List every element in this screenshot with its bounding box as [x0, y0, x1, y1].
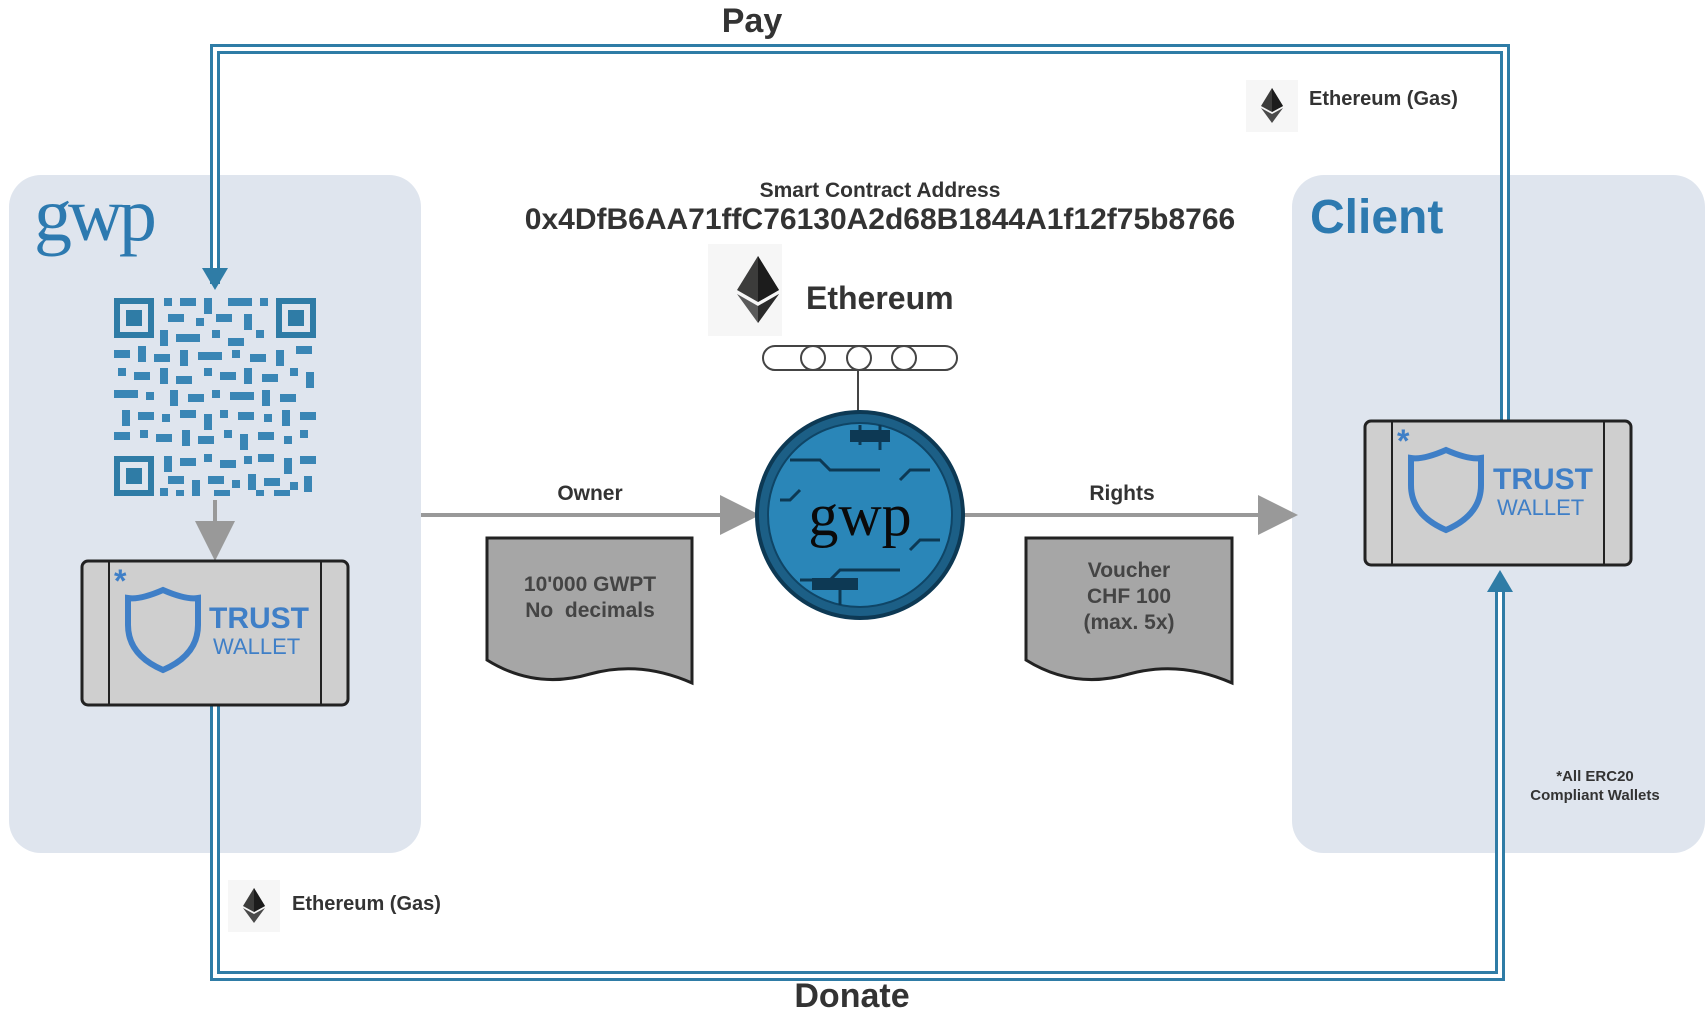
shield-icon — [1408, 446, 1484, 534]
gas-label-bottom: Ethereum (Gas) — [292, 893, 441, 915]
qr-finder-bottom-left — [114, 456, 154, 496]
client-title: Client — [1310, 191, 1444, 244]
left-wallet-subtitle: WALLET — [213, 634, 300, 659]
erc20-footnote-line2: Compliant Wallets — [1530, 787, 1660, 804]
left-wallet-asterisk: * — [114, 563, 127, 599]
token-supply: 10'000 GWPT — [523, 573, 657, 596]
ethereum-icon — [708, 244, 782, 336]
left-trust-wallet — [80, 559, 350, 707]
contract-address: 0x4DfB6AA71ffC76130A2d68B1844A1f12f75b87… — [524, 203, 1236, 236]
coin-logo-text: gwp — [808, 482, 911, 548]
rights-line-2: CHF 100 — [1086, 585, 1172, 608]
shield-icon — [125, 586, 201, 674]
qr-code — [114, 298, 316, 496]
right-trust-wallet — [1363, 419, 1633, 567]
right-wallet-title: TRUST — [1493, 463, 1593, 496]
rights-doc-text: Voucher CHF 100 (max. 5x) — [1026, 558, 1232, 636]
gas-label-top: Ethereum (Gas) — [1309, 88, 1458, 110]
qr-finder-top-right — [276, 298, 316, 338]
token-doc-text: 10'000 GWPT No decimals — [487, 572, 693, 624]
gwp-logo: gwp — [34, 173, 157, 257]
erc20-footnote: *All ERC20 Compliant Wallets — [1495, 767, 1695, 805]
right-wallet-asterisk: * — [1397, 423, 1410, 459]
donate-label: Donate — [794, 977, 910, 1015]
token-decimals: No decimals — [525, 599, 655, 622]
rights-label: Rights — [1089, 482, 1155, 505]
erc20-footnote-line1: *All ERC20 — [1556, 768, 1634, 785]
blockchain-icon — [762, 345, 958, 412]
qr-modules — [114, 298, 316, 496]
ethereum-gas-icon-top — [1246, 80, 1298, 132]
contract-heading: Smart Contract Address — [759, 179, 1001, 202]
rights-document — [1024, 536, 1234, 686]
token-document — [485, 536, 694, 686]
pay-label: Pay — [721, 2, 783, 40]
donate-flow-line — [210, 570, 1513, 981]
rights-line-3: (max. 5x) — [1083, 611, 1175, 634]
rights-line-1: Voucher — [1087, 559, 1171, 582]
pay-flow-line — [202, 44, 1510, 420]
ethereum-gas-icon-bottom — [228, 880, 280, 932]
left-wallet-title: TRUST — [209, 602, 309, 635]
gwp-coin-icon — [755, 410, 965, 620]
qr-finder-top-left — [114, 298, 154, 338]
owner-label: Owner — [557, 482, 623, 505]
right-wallet-subtitle: WALLET — [1497, 495, 1584, 520]
network-label: Ethereum — [806, 280, 954, 316]
